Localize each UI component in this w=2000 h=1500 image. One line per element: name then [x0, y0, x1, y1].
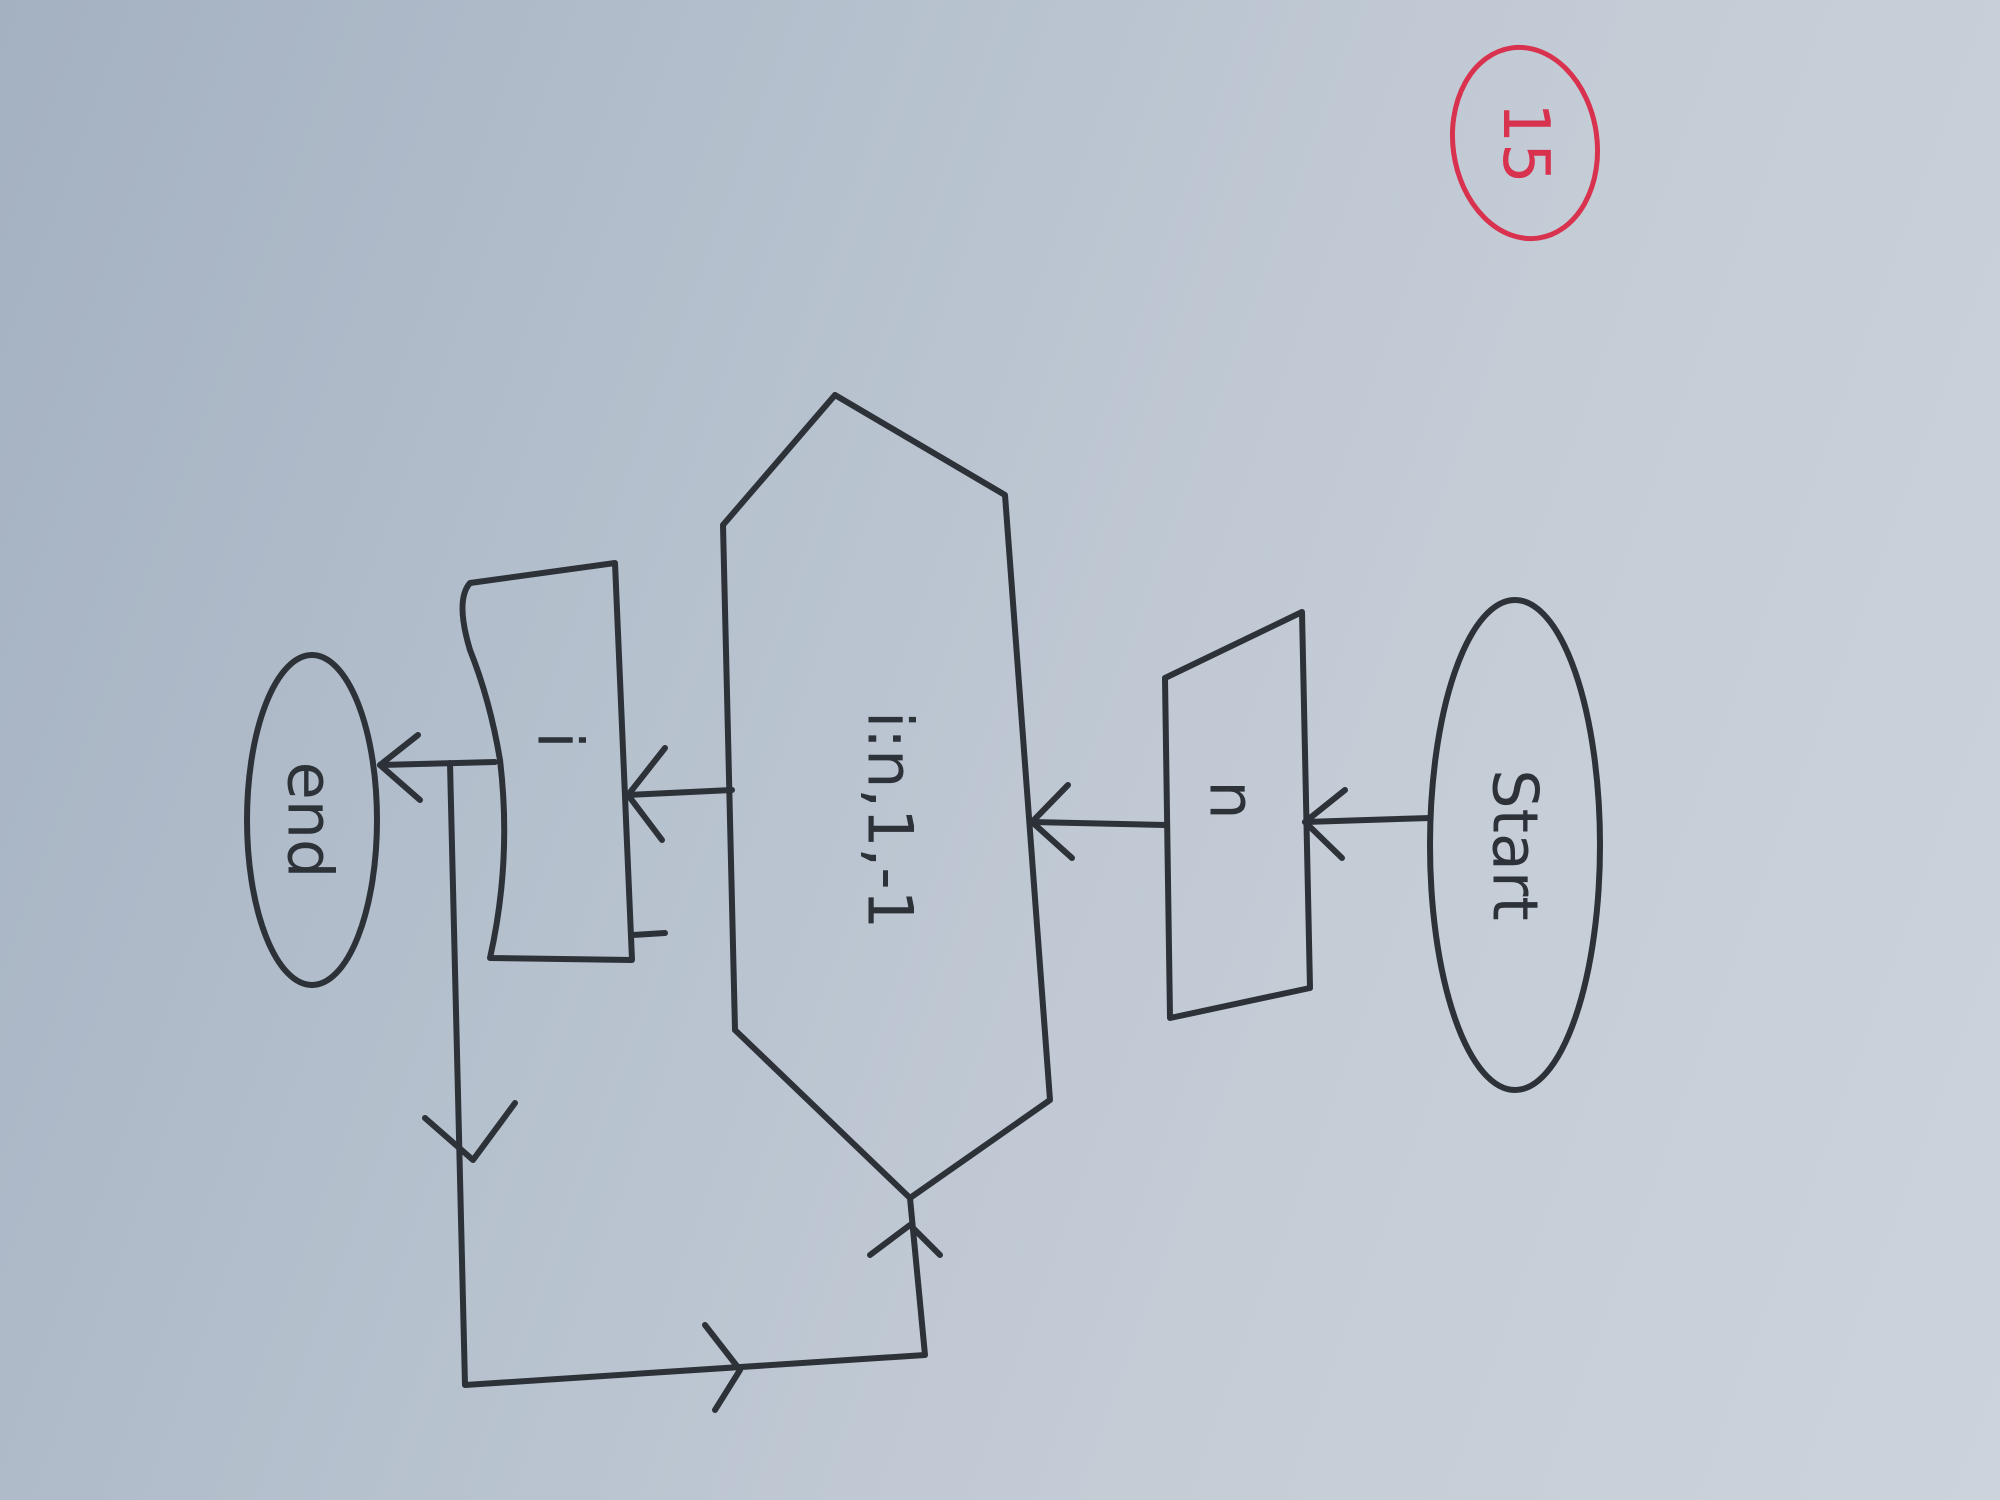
edge-input-to-loop — [1029, 782, 1168, 861]
node-loop-label: i:n,1,-1 — [854, 711, 927, 929]
node-end-label: end — [274, 762, 347, 879]
node-start: Start — [1427, 597, 1603, 1093]
node-loop: i:n,1,-1 — [720, 392, 1053, 1201]
node-input-label: n — [1196, 780, 1269, 819]
edge-loop-to-output — [625, 745, 735, 843]
edge-output-to-end — [377, 732, 498, 803]
page-number: 15 — [1488, 102, 1562, 183]
edge-output-back-to-loop — [422, 760, 943, 1413]
node-input: n — [1162, 609, 1313, 1021]
node-start-label: Start — [1479, 769, 1552, 920]
edge-start-to-input — [1302, 787, 1433, 861]
node-output-label: i — [524, 731, 597, 748]
page-number-badge: 15 — [1449, 44, 1601, 242]
node-output: i — [459, 560, 668, 963]
node-end: end — [244, 652, 380, 988]
